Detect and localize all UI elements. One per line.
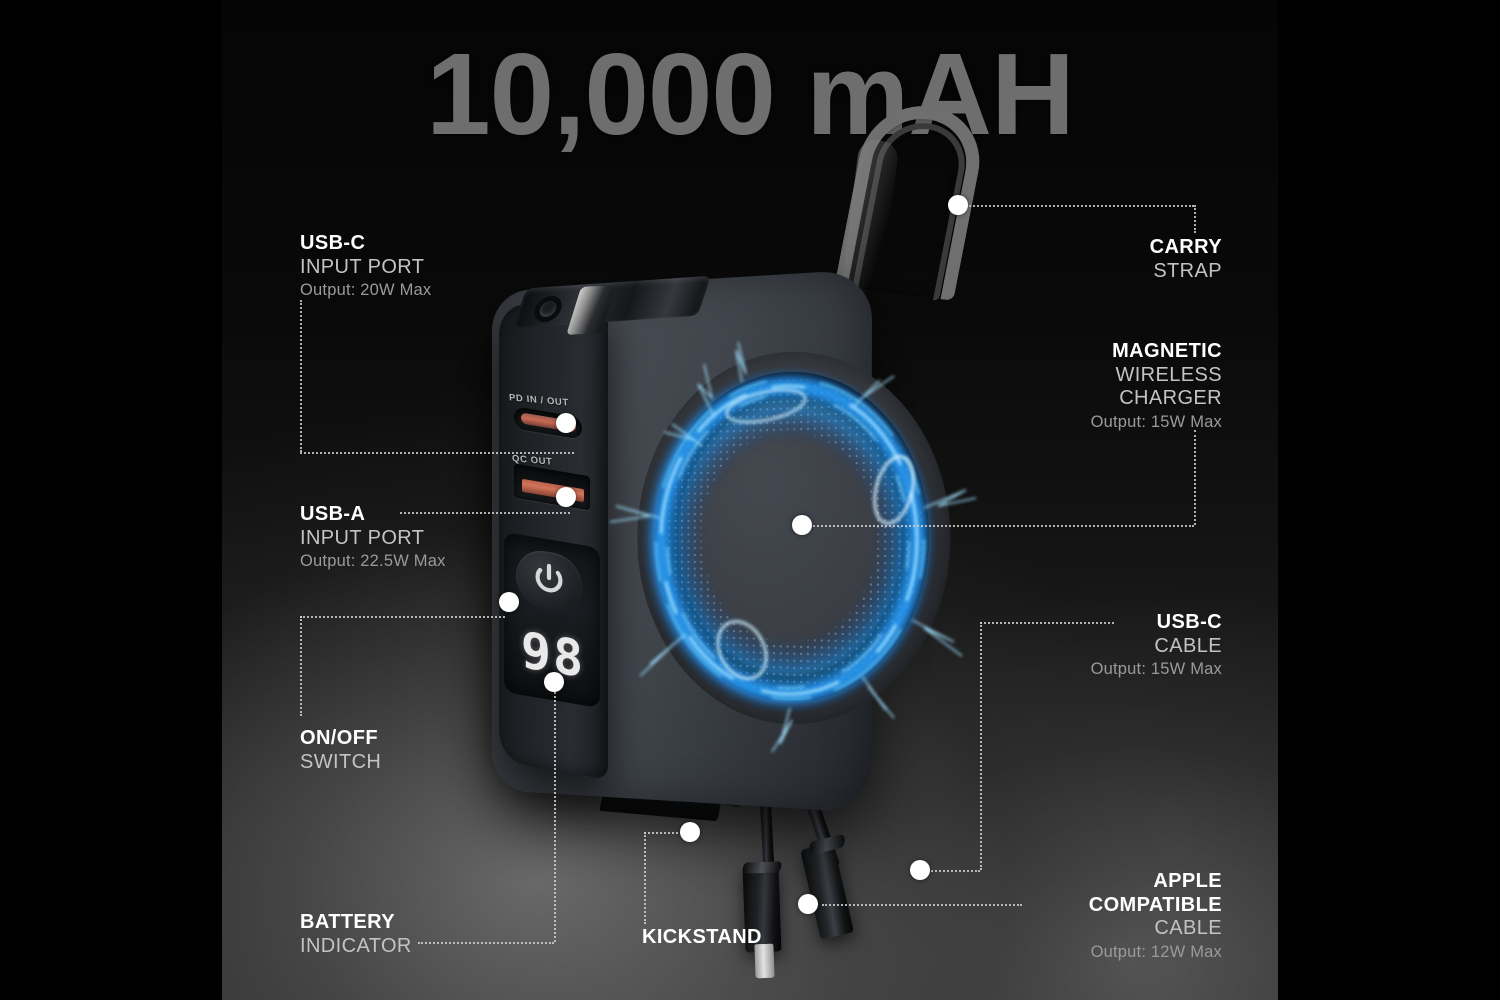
callout-output: Output: 12W Max <box>1090 942 1222 961</box>
callout-kickstand[interactable]: KICKSTAND <box>642 926 762 950</box>
callout-carry-strap[interactable]: CARRY STRAP <box>1150 236 1222 283</box>
leader-kickstand-horizontal <box>644 832 686 834</box>
callout-subline-2: CHARGER <box>1119 387 1222 410</box>
leader-usb-c-cable-horizontal <box>980 622 1114 624</box>
leader-on-off-vertical <box>300 616 302 716</box>
leader-on-off-horizontal <box>300 616 505 618</box>
callout-headline: KICKSTAND <box>642 926 762 948</box>
callout-usb-a-input[interactable]: USB-A INPUT PORT Output: 22.5W Max <box>300 503 446 573</box>
marker-battery-indicator <box>544 672 564 692</box>
letterbox-right <box>1278 0 1500 1000</box>
callout-battery-indicator[interactable]: BATTERY INDICATOR <box>300 911 412 958</box>
marker-usb-c-cable <box>910 860 930 880</box>
leader-carry-strap-vertical <box>1194 205 1196 233</box>
leader-kickstand-vertical <box>644 832 646 924</box>
leader-usb-c-cable-stub <box>924 870 980 872</box>
page-title: 10,000 mAH <box>426 29 1075 159</box>
marker-kickstand <box>680 822 700 842</box>
leader-magnetic-vertical <box>1194 430 1196 525</box>
leader-battery-horizontal <box>418 942 554 944</box>
callout-headline: USB-C <box>1156 611 1222 633</box>
leader-usb-a-input <box>400 512 570 514</box>
marker-on-off-switch <box>499 592 519 612</box>
callout-subline: INPUT PORT <box>300 255 425 278</box>
callout-subline: CABLE <box>1154 917 1222 940</box>
leader-usb-c-cable-vertical <box>980 622 982 870</box>
callout-usb-c-cable[interactable]: USB-C CABLE Output: 15W Max <box>1091 611 1222 681</box>
marker-carry-strap <box>948 195 968 215</box>
letterbox-left <box>0 0 222 1000</box>
marker-magnetic-charger <box>792 515 812 535</box>
leader-usb-c-input-horizontal <box>300 452 574 454</box>
callout-headline-2: COMPATIBLE <box>1088 893 1222 916</box>
callout-subline: WIRELESS <box>1115 363 1222 386</box>
callout-subline: INPUT PORT <box>300 526 425 549</box>
callout-headline: ON/OFF <box>300 727 378 749</box>
power-icon <box>533 559 565 598</box>
infographic-canvas: 10,000 mAH PD IN / OUT QC OUT <box>222 0 1278 1000</box>
lightning-connector-collar <box>742 861 782 874</box>
callout-subline: CABLE <box>1154 634 1222 657</box>
callout-apple-compatible-cable[interactable]: APPLE COMPATIBLE CABLE Output: 12W Max <box>1089 870 1222 964</box>
callout-output: Output: 15W Max <box>1090 412 1222 431</box>
callout-output: Output: 20W Max <box>300 281 432 300</box>
usb-c-connector <box>800 842 854 940</box>
callout-subline: STRAP <box>1153 259 1222 282</box>
leader-usb-c-input-vertical <box>300 300 302 452</box>
marker-usb-a-input <box>556 487 576 507</box>
leader-carry-strap-horizontal <box>962 205 1194 207</box>
callout-usb-c-input[interactable]: USB-C INPUT PORT Output: 20W Max <box>300 232 431 302</box>
callout-headline: USB-C <box>300 232 366 254</box>
callout-output: Output: 15W Max <box>1090 660 1222 679</box>
marker-apple-cable <box>798 894 818 914</box>
callout-output: Output: 22.5W Max <box>300 552 446 571</box>
callout-subline: SWITCH <box>300 750 382 773</box>
callout-headline: BATTERY <box>300 911 396 933</box>
leader-apple-cable <box>822 904 1022 906</box>
callout-headline: CARRY <box>1149 236 1222 258</box>
callout-magnetic-wireless-charger[interactable]: MAGNETIC WIRELESS CHARGER Output: 15W Ma… <box>1091 340 1222 434</box>
callout-headline: USB-A <box>300 503 366 525</box>
marker-usb-c-input <box>556 413 576 433</box>
leader-battery-vertical <box>554 688 556 942</box>
callout-headline: MAGNETIC <box>1112 340 1222 362</box>
product-render: PD IN / OUT QC OUT 98 <box>222 0 1278 1000</box>
callout-subline: INDICATOR <box>300 934 412 957</box>
callout-headline: APPLE <box>1153 870 1222 892</box>
callout-on-off-switch[interactable]: ON/OFF SWITCH <box>300 727 381 774</box>
leader-magnetic-horizontal <box>806 525 1194 527</box>
